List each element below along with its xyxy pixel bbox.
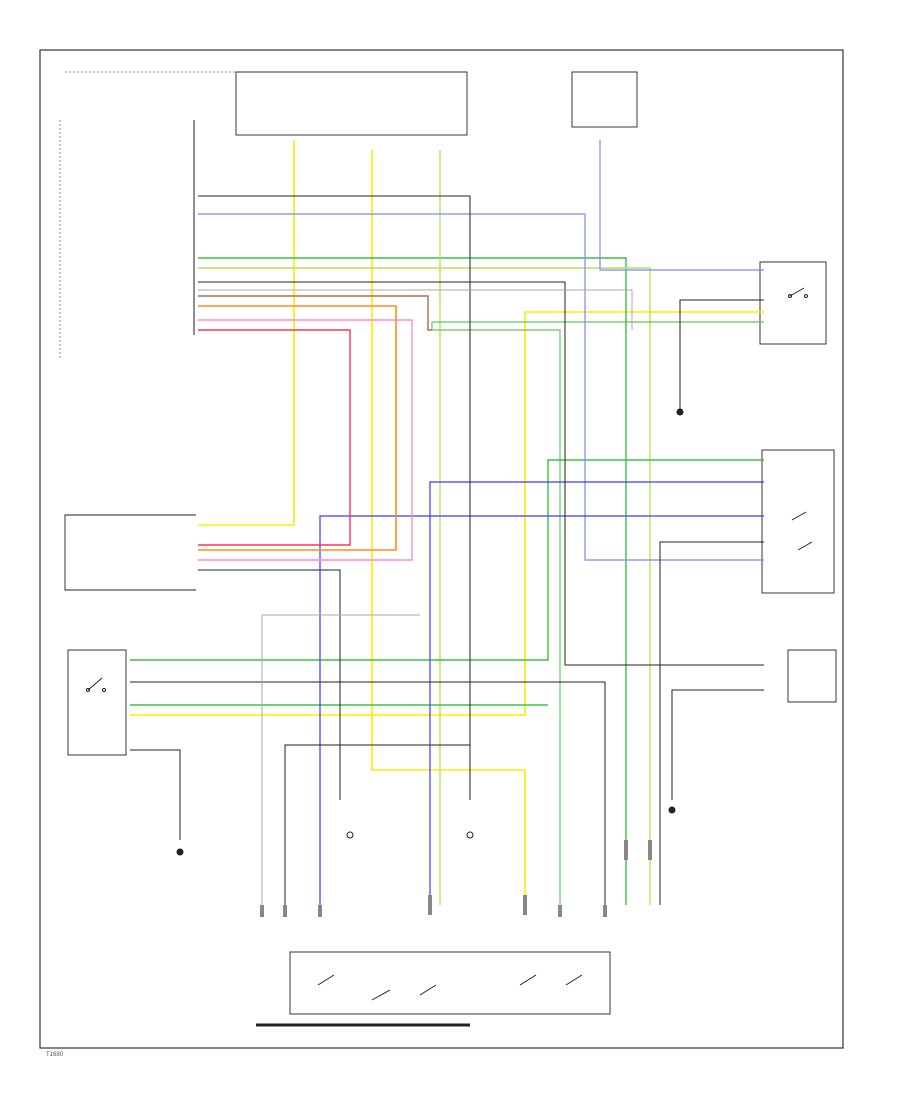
- wire-black-4: [130, 681, 606, 905]
- wire-yellow-2: [371, 150, 526, 905]
- wire-red-1: [198, 329, 351, 546]
- fuse-box-main: [235, 71, 468, 136]
- wire-yellow-1: [198, 140, 295, 526]
- wire-black-7: [679, 299, 764, 410]
- switch-symbol-bottom: [317, 974, 583, 1001]
- wire-black-6: [671, 689, 764, 800]
- diagram-frame: [39, 49, 844, 1049]
- ground-point-right-bottom: [668, 806, 676, 814]
- wire-blue-4: [319, 515, 764, 905]
- wire-black-1: [198, 195, 471, 800]
- switch-symbol-lower-left: [86, 677, 106, 692]
- diagram-code: T1680: [46, 1052, 64, 1058]
- control-box-mid-left: [64, 514, 196, 591]
- wire-blue-1: [198, 213, 764, 561]
- component-node-2: [466, 831, 474, 839]
- wire-green-3: [431, 321, 764, 905]
- switch-box-bottom: [289, 951, 611, 1015]
- wire-green-1: [198, 257, 627, 905]
- wire-black-2: [198, 281, 764, 666]
- wire-gray-1: [261, 614, 420, 905]
- switch-box-upper-right: [759, 261, 827, 345]
- wire-lightgreen-1: [198, 267, 651, 905]
- wire-black-9: [284, 744, 470, 905]
- ground-point-left: [176, 848, 184, 856]
- switch-symbol-upper-right: [788, 287, 808, 298]
- switch-box-middle-right: [761, 449, 835, 594]
- switch-box-lower-right: [787, 649, 837, 703]
- wire-orange-1: [198, 305, 397, 551]
- switch-symbol-middle-right: [791, 511, 813, 551]
- ground-point-right-top: [676, 408, 684, 416]
- wire-yellow-3: [130, 311, 764, 716]
- wire-blue-3: [429, 481, 764, 905]
- wire-gray-2: [198, 289, 633, 330]
- wire-blue-2: [599, 140, 764, 271]
- switch-box-lower-left: [67, 649, 127, 756]
- wire-green-2: [130, 459, 764, 661]
- fuse-box-right: [571, 71, 638, 128]
- connector-ticks-bottom: [260, 840, 652, 917]
- wire-black-8: [130, 749, 181, 840]
- component-node-1: [346, 831, 354, 839]
- wire-black-5: [659, 541, 764, 905]
- wire-pink-1: [198, 319, 413, 561]
- wire-black-3: [198, 569, 341, 800]
- wire-brown-1: [198, 295, 432, 331]
